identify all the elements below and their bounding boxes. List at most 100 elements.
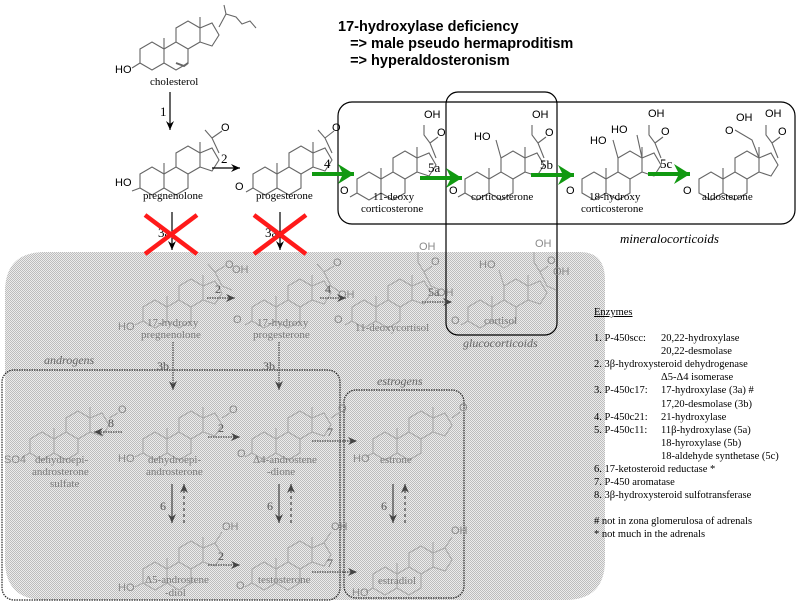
atom-label: O [233, 314, 242, 326]
enzyme-name: 4. P-450c21: [594, 411, 648, 423]
step-number-label: 2 [215, 282, 221, 296]
atom-label: O [459, 402, 468, 414]
atom-label: O [225, 259, 234, 271]
atom-label: HO [590, 135, 607, 147]
atom-label: HO [115, 177, 132, 189]
compound-progesterone: O O progesterone [235, 122, 341, 202]
compound-label-corticosterone: corticosterone [471, 191, 533, 203]
compound-17-hydroxypregnenolone: O OH HO 17-hydroxy pregnenolone [118, 259, 249, 341]
compound-label-17-hydroxyprogesterone-1: 17-hydroxy [257, 317, 309, 329]
step-number-label: 5a [428, 160, 441, 175]
compound-11-deoxycortisol: OH O OH O 11-deoxycortisol [334, 241, 454, 334]
step-number-label: 5a [428, 285, 440, 299]
enzyme-row: 1. P-450scc:20,22-hydroxylase [594, 332, 800, 345]
step-number-label: 4 [325, 282, 331, 296]
enzyme-footnote: # not in zona glomerulosa of adrenals [594, 516, 753, 528]
compound-label-18-hydroxycorticosterone-2: corticosterone [581, 203, 643, 215]
enzyme-footnote: * not much in the adrenals [594, 529, 706, 541]
compound-label-dhea-sulfate-2: androsterone [32, 466, 89, 478]
atom-label: O [437, 127, 446, 139]
compound-label-androstenedione-1: Δ4-androstene [253, 454, 317, 466]
glucocorticoids-box [445, 91, 558, 336]
step-number-label: 2 [218, 549, 224, 563]
step-number-label: 1 [160, 104, 167, 119]
atom-label: OH [437, 287, 454, 299]
compound-label-dhea-2: androsterone [146, 466, 203, 478]
enzyme-row: 5. P-450c11: 11β-hydroxylase (5a) [594, 424, 800, 437]
atom-label: HO [474, 131, 491, 143]
compound-label-17-hydroxypregnenolone-2: pregnenolone [141, 329, 201, 341]
enzyme-row: 8. 3β-hydroxysteroid sulfotransferase [594, 490, 752, 502]
compound-label-11-deoxycorticosterone-2: corticosterone [361, 203, 423, 215]
enzyme-activity: 20,22-desmolase [661, 346, 732, 358]
atom-label: O [334, 314, 343, 326]
atom-label: HO [118, 582, 135, 594]
step-number-label: 4 [324, 156, 331, 171]
compound-18-hydroxycorticosterone: OH O HO HO O 18-hydroxy corticosterone [566, 108, 670, 215]
atom-label: OH [232, 264, 249, 276]
compound-label-androstenediol-2: -diol [165, 587, 186, 599]
enzyme-row: 6. 17-ketosteroid reductase * [594, 464, 716, 476]
diagram-title: 17-hydroxylase deficiency => male pseudo… [338, 19, 573, 70]
step-number-label: 2 [221, 151, 228, 166]
compound-label-pregnenolone: pregnenolone [143, 190, 203, 202]
compound-label-androstenediol-1: Δ5-androstene [145, 574, 209, 586]
compound-label-estrone: estrone [380, 454, 412, 466]
compound-label-cholesterol: cholesterol [150, 76, 198, 88]
group-label-estrogens: estrogens [377, 374, 423, 388]
atom-label: OH [222, 521, 239, 533]
atom-label: HO [118, 453, 135, 465]
enzyme-activity: 11β-hydroxylase (5a) [661, 424, 751, 436]
blocked-cross-icon-left [143, 213, 199, 256]
reversible-arrow-6-left: 6 [160, 484, 188, 523]
compound-11-deoxycorticosterone: OH O O 11-deoxy corticosterone [340, 109, 446, 215]
compound-label-androstenedione-2: -dione [267, 466, 295, 478]
atom-label: OH [553, 266, 570, 278]
step-number-label: 6 [160, 499, 166, 513]
enzyme-row: 4. P-450c21: 21-hydroxylase [594, 411, 800, 424]
compound-corticosterone: OH O HO O corticosterone [449, 109, 554, 203]
androgens-box [1, 369, 341, 601]
enzyme-name [594, 450, 661, 463]
enzyme-activity: 18-aldehyde synthetase (5c) [661, 450, 779, 462]
atom-label: OH [648, 108, 665, 120]
compound-pregnenolone: O HO pregnenolone [115, 122, 230, 202]
step-number-label: 7 [327, 556, 333, 570]
atom-label: OH [424, 109, 441, 121]
atom-label: O [118, 404, 127, 416]
atom-label: OH [532, 109, 549, 121]
compound-label-estradiol: estradiol [378, 575, 416, 587]
enzyme-activity: Δ5-Δ4 isomerase [661, 372, 734, 384]
enzyme-row: 18-hyroxylase (5b) [594, 437, 800, 450]
atom-label: OH [331, 521, 348, 533]
enzyme-name: 3. P-450c17: [594, 385, 648, 397]
compound-label-testosterone: testosterone [258, 574, 311, 586]
compound-cortisol: OH O OH HO O cortisol [451, 238, 570, 329]
enzyme-name [594, 437, 661, 450]
compound-estrone: O HO estrone [353, 402, 468, 466]
atom-label: O [566, 185, 575, 197]
enzyme-row: 2. 3β-hydroxysteroid dehydrogenase [594, 359, 748, 371]
compound-label-dhea-sulfate-1: dehydroepi- [35, 454, 88, 466]
atom-label: HO [479, 259, 496, 271]
step-number-label: 6 [267, 499, 273, 513]
enzyme-activity: 21-hydroxylase [661, 411, 727, 423]
atom-label: OH [419, 241, 436, 253]
enzyme-name [594, 345, 661, 358]
atom-label: O [237, 448, 246, 460]
compound-testosterone: OH O testosterone [236, 521, 348, 592]
step-number-label: 3b [157, 359, 169, 373]
atom-label: O [449, 185, 458, 197]
compound-label-11-deoxycorticosterone-1: 11-deoxy [373, 191, 415, 203]
atom-label: HO [353, 453, 370, 465]
enzyme-name [594, 371, 661, 384]
compound-label-18-hydroxycorticosterone-1: 18-hydroxy [589, 191, 641, 203]
compound-label-17-hydroxyprogesterone-2: progesterone [253, 329, 310, 341]
compound-label-dhea-1: dehydroepi- [148, 454, 201, 466]
compound-label-cortisol: cortisol [484, 315, 517, 327]
estrogens-box [343, 389, 465, 599]
enzyme-name: 5. P-450c11: [594, 424, 648, 436]
enzyme-activity: 18-hyroxylase (5b) [661, 437, 742, 449]
title-line-2: => male pseudo hermaproditism [338, 36, 574, 52]
